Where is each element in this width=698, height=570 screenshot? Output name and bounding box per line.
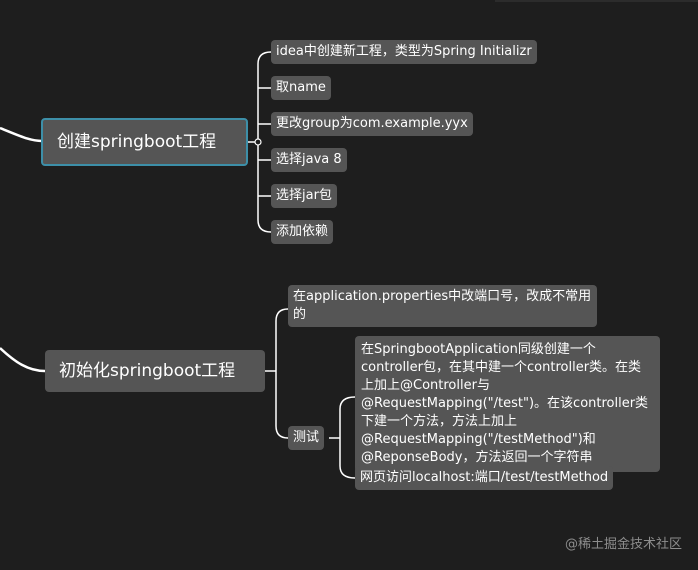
- branch2-spine: [275, 308, 289, 439]
- test-child-controller[interactable]: 在SpringbootApplication同级创建一个controller包，…: [355, 336, 660, 472]
- branch2-child-test[interactable]: 测试: [288, 426, 325, 450]
- branch1-handle: [254, 138, 262, 146]
- watermark: @稀土掘金技术社区: [564, 537, 682, 552]
- top-edge-bar: [495, 0, 698, 2]
- branch1-node[interactable]: 创建springboot工程: [41, 118, 248, 166]
- branch2-node[interactable]: 初始化springboot工程: [45, 350, 265, 392]
- root-link-1: [0, 126, 43, 143]
- root-link-2: [0, 347, 46, 373]
- branch1-child-1[interactable]: idea中创建新工程，类型为Spring Initializr: [271, 40, 537, 64]
- branch1-child-5[interactable]: 选择jar包: [271, 184, 337, 208]
- branch1-child-2[interactable]: 取name: [271, 76, 331, 100]
- branch1-child-4[interactable]: 选择java 8: [271, 148, 347, 172]
- test-spine: [339, 396, 356, 479]
- branch1-child-6[interactable]: 添加依赖: [271, 220, 334, 244]
- branch2-child-port[interactable]: 在application.properties中改端口号，改成不常用的: [288, 285, 597, 327]
- test-child-url[interactable]: 网页访问localhost:端口/test/testMethod: [355, 466, 614, 490]
- branch1-child-3[interactable]: 更改group为com.example.yyx: [271, 112, 473, 136]
